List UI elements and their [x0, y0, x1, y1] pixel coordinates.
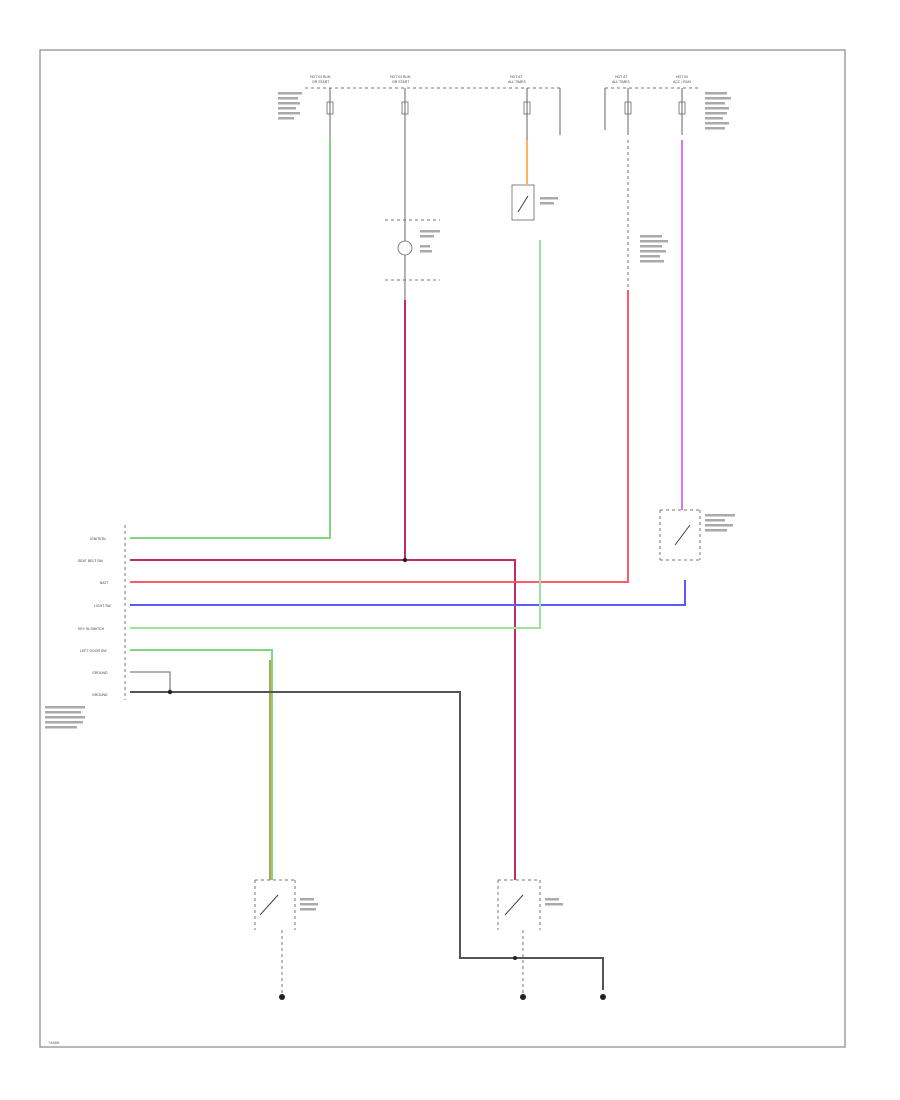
wire-ground-thin: [130, 671, 171, 692]
fuse-label-5b: ACC / RUN: [673, 80, 691, 84]
fuse-label-3: HOT AT: [510, 75, 523, 79]
door-switch-top: [511, 140, 558, 221]
ground-symbol-left: [279, 994, 285, 1000]
splice-dot-ground-2: [513, 956, 517, 960]
ground-symbol-center: [520, 994, 526, 1000]
fuse-label-1: HOT IN RUN: [310, 75, 331, 79]
wire-light-green: [130, 240, 541, 629]
left-door-switch: [254, 879, 318, 995]
wire-green-door-left: [130, 649, 273, 880]
fuse-label-2: HOT IN RUN: [390, 75, 411, 79]
wire-green-ignition: [130, 140, 331, 539]
fuse-box: HOT IN RUN OR START HOT IN RUN OR START …: [278, 75, 731, 140]
svg-text:GROUND: GROUND: [92, 671, 108, 675]
unlock-warning-switch: [627, 140, 668, 290]
combination-meter: [385, 140, 440, 300]
fuse-label-4: HOT AT: [615, 75, 628, 79]
svg-text:IGNITION: IGNITION: [90, 537, 106, 541]
right-door-switch: [497, 879, 563, 995]
ground-symbol-right: [600, 994, 606, 1000]
svg-text:LEFT DOOR SW: LEFT DOOR SW: [80, 649, 107, 653]
svg-text:LIGHT SW: LIGHT SW: [94, 604, 112, 608]
fuse-label-5: HOT IN: [676, 75, 688, 79]
wire-pink: [130, 290, 629, 583]
wire-blue: [130, 580, 686, 606]
fuse-label-1b: OR START: [312, 80, 330, 84]
svg-text:BATT: BATT: [100, 581, 110, 585]
diagram-frame: [39, 49, 846, 1048]
fuse-label-4b: ALL TIMES: [612, 80, 630, 84]
splice-dot-ground: [167, 689, 173, 695]
wire-dark-red: [130, 300, 516, 880]
fuse-label-3b: ALL TIMES: [508, 80, 526, 84]
wire-gray-ground: [130, 691, 604, 990]
diagram-code: 74888: [48, 1040, 60, 1045]
control-module-connector: IGNITION SEAT BELT SW BATT LIGHT SW KEY …: [45, 525, 126, 729]
combination-switch: [659, 509, 735, 561]
splice-dot-red: [402, 557, 408, 563]
svg-text:GROUND: GROUND: [92, 693, 108, 697]
svg-text:SEAT BELT SW: SEAT BELT SW: [78, 559, 104, 563]
right-fuse-description: [705, 92, 731, 130]
left-fuse-description: [278, 92, 302, 120]
svg-text:KEY IN SWITCH: KEY IN SWITCH: [78, 627, 105, 631]
fuse-label-2b: OR START: [392, 80, 410, 84]
